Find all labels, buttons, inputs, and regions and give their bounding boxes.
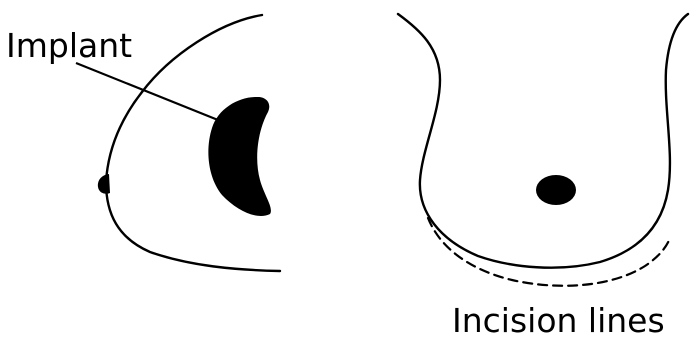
side-view: Implant — [6, 15, 280, 271]
implant-leader-line — [76, 63, 218, 120]
incision-label: Incision lines — [452, 301, 665, 340]
nipple — [98, 174, 110, 194]
implant-label: Implant — [6, 26, 132, 65]
incision-line — [428, 218, 670, 286]
breast-front-outline — [398, 14, 688, 268]
nipple-front — [536, 175, 576, 205]
implant-shape — [208, 97, 271, 216]
front-view: Incision lines — [398, 14, 688, 340]
